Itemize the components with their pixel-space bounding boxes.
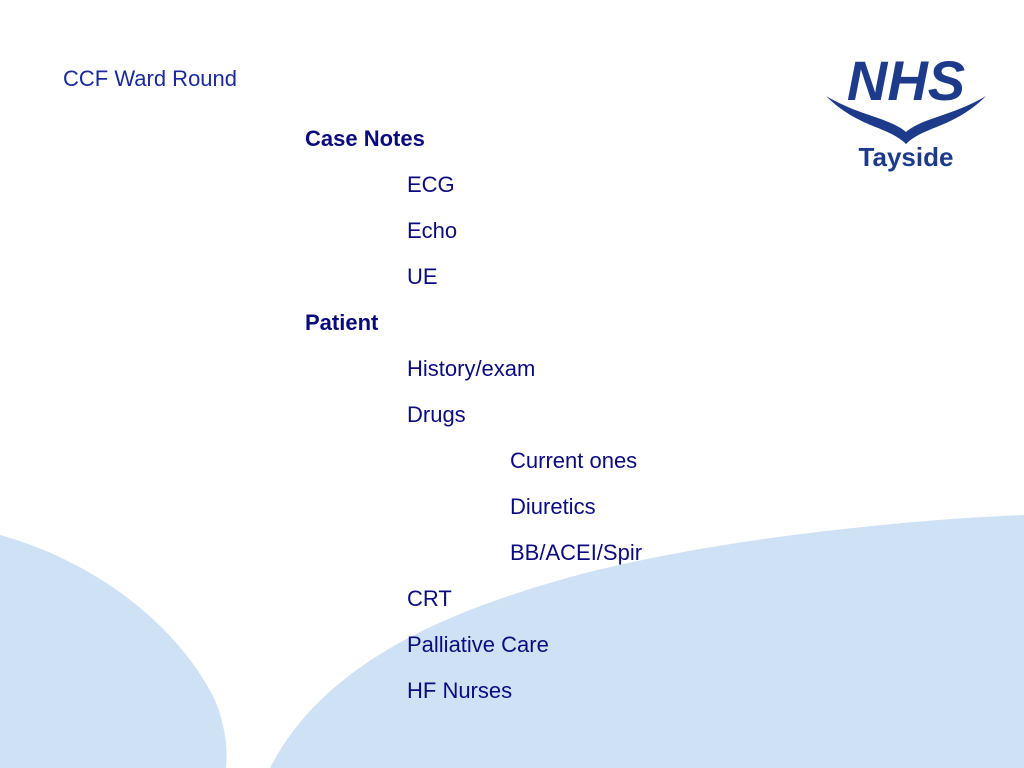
right-wave-shape — [270, 515, 1024, 768]
outline-item: Current ones — [510, 448, 638, 473]
left-wave-shape — [0, 535, 227, 768]
outline-item: CRT — [407, 586, 452, 611]
outline-item: HF Nurses — [407, 678, 513, 703]
outline-item: Drugs — [407, 402, 466, 427]
nhs-tayside-logo: NHS Tayside — [826, 49, 986, 172]
outline-item: UE — [407, 264, 438, 289]
outline-item: Diuretics — [510, 494, 596, 519]
logo-region: Tayside — [859, 142, 954, 172]
outline-item: History/exam — [407, 356, 536, 381]
slide-title: CCF Ward Round — [63, 66, 238, 91]
logo-wordmark: NHS — [847, 49, 965, 112]
outline-heading: Case Notes — [305, 126, 425, 151]
outline-item: Echo — [407, 218, 458, 243]
outline-item: ECG — [407, 172, 455, 197]
outline-item: Palliative Care — [407, 632, 549, 657]
outline-item: BB/ACEI/Spir — [510, 540, 643, 565]
logo-swoosh-icon — [826, 96, 986, 144]
outline-heading: Patient — [305, 310, 379, 335]
